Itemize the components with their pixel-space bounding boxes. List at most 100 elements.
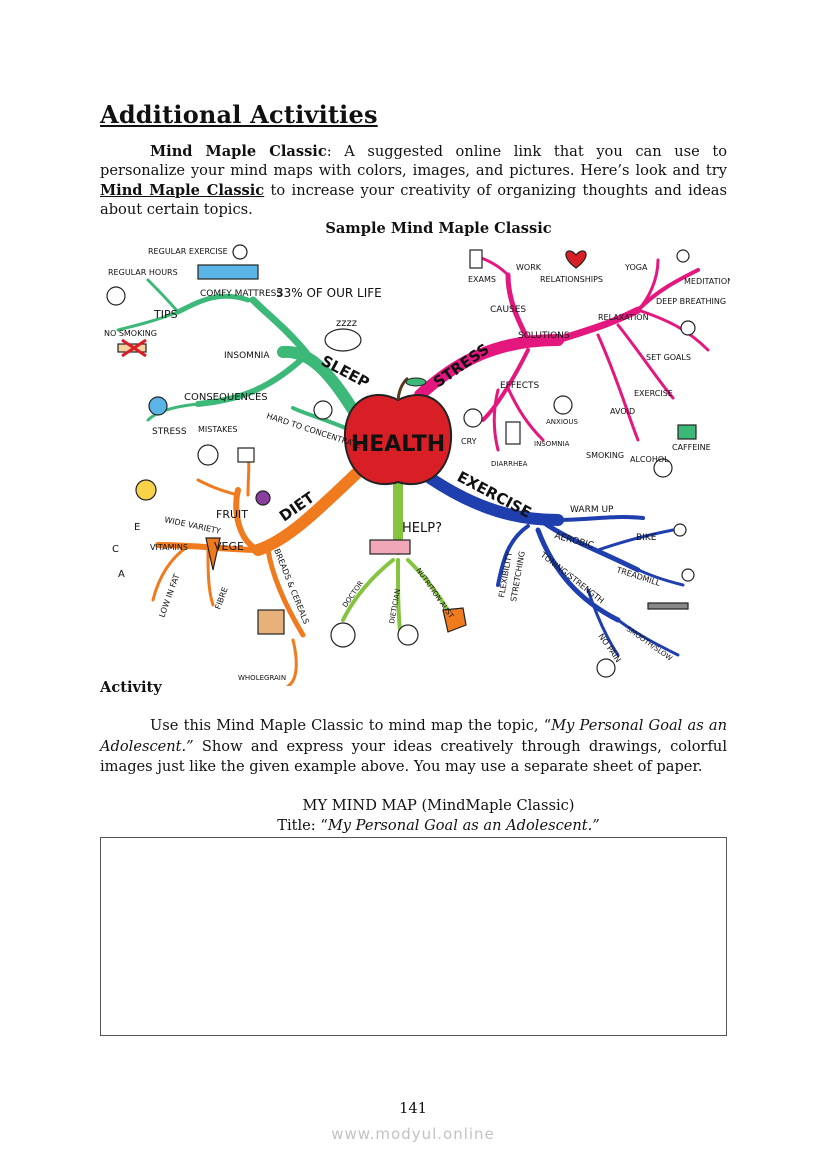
caffeine-label: CAFFEINE: [672, 443, 711, 452]
stress-effect-label: STRESS: [152, 427, 187, 437]
exercise-twig: [616, 323, 675, 400]
flexibility-twig: [496, 524, 530, 587]
yoga-twig: [636, 258, 660, 312]
vitamin-e-label: E: [134, 522, 140, 533]
mind-map-branches: [116, 253, 710, 686]
cheering-person-icon: [680, 320, 696, 336]
deep-breathing-label: DEEP BREATHING: [656, 297, 726, 306]
regular-hours-label: REGULAR HOURS: [108, 268, 178, 277]
dietician-icon: [397, 624, 419, 646]
clock-icon: [106, 286, 126, 306]
doctor-icon: [330, 622, 356, 648]
treadmill-twig: [626, 563, 685, 587]
smoking-label: SMOKING: [586, 451, 624, 460]
bike-twig: [596, 528, 675, 552]
activity-topic: My Personal Goal as an Adolescent.”: [100, 717, 727, 755]
fibre-label: FIBRE: [213, 586, 229, 611]
breads-branch: [265, 547, 306, 638]
apple-stem: [396, 376, 410, 401]
toning-strength-label: TONING/STRENGTH: [538, 550, 606, 606]
center-label: HEALTH: [351, 432, 445, 457]
my-mind-map-heading: MY MIND MAP (MindMaple Classic) Title: “…: [100, 796, 777, 836]
my-mind-map-label: MY MIND MAP (MindMaple Classic): [302, 797, 575, 814]
anxious-label: ANXIOUS: [546, 418, 579, 426]
effects-label: EFFECTS: [500, 381, 540, 391]
figure-caption: Sample Mind Maple Classic: [325, 220, 552, 237]
mistakes-label: MISTAKES: [198, 425, 237, 434]
activity-text-2: Show and express your ideas creatively t…: [100, 737, 727, 776]
crying-face-icon: [463, 408, 483, 428]
consequences-branch: [195, 355, 306, 407]
intro-paragraph: Mind Maple Classic: A suggested online l…: [100, 142, 727, 220]
consequences-twig: [146, 402, 200, 422]
activity-paragraph: Use this Mind Maple Classic to mind map …: [100, 716, 727, 778]
zzz-label: zzzz: [336, 318, 357, 329]
grapes-icon: [255, 490, 271, 506]
exam-paper-icon: [469, 249, 483, 269]
set-goals-twig: [636, 308, 710, 352]
sample-mind-map: HEALTH: [104, 244, 730, 686]
apple-body: [343, 394, 453, 486]
warm-up-twig: [556, 515, 645, 522]
wide-variety-label: WIDE VARIETY: [164, 515, 222, 536]
solutions-branch: [554, 306, 642, 344]
weightlifter-icon: [647, 602, 689, 610]
no-smoking-label: NO SMOKING: [104, 329, 157, 338]
tips-twig: [146, 278, 180, 314]
mind-map-drawing-area[interactable]: [100, 837, 727, 1036]
effects-twig: [492, 388, 500, 452]
mind-map-icons: [106, 244, 697, 678]
pineapple-icon: [135, 479, 157, 501]
fruit-twig: [196, 478, 240, 497]
australia-map-icon: [442, 607, 467, 633]
fruit-label: FRUIT: [216, 508, 248, 521]
apple-leaf: [405, 377, 427, 387]
coffee-cup-icon: [677, 424, 697, 440]
solutions-label: SOLUTIONS: [518, 331, 570, 341]
vege-twig: [206, 548, 215, 607]
wholegrain-label: WHOLEGRAIN: [238, 674, 286, 682]
sleeping-person-icon: [324, 328, 362, 352]
mattress-icon: [197, 264, 259, 280]
my-mind-map-title: My Personal Goal as an Adolescent.”: [327, 817, 600, 834]
stressed-face-icon: [148, 396, 168, 416]
mind-maple-link[interactable]: Mind Maple Classic: [100, 181, 265, 199]
avoid-twig: [596, 333, 640, 442]
anxious-face-icon: [553, 395, 573, 415]
bike-label: BIKE: [636, 533, 657, 543]
health-apple: HEALTH: [343, 376, 453, 486]
relationships-label: RELATIONSHIPS: [540, 275, 603, 284]
toilet-icon: [505, 421, 521, 445]
stress-branch-label: STRESS: [430, 340, 493, 391]
title-prefix: Title: “: [277, 817, 328, 834]
tips-twig: [116, 310, 180, 332]
vitamin-a-label: A: [118, 569, 125, 580]
effects-twig: [506, 386, 545, 442]
smooth-slow-label: SMOOTH/SLOW: [625, 625, 674, 663]
smooth-twig: [616, 618, 680, 657]
sleep-stat-label: 33% OF OUR LIFE: [276, 286, 382, 300]
aerobic-label: AEROBIC: [553, 531, 595, 551]
tips-branch: [175, 293, 251, 315]
dietician-twig: [396, 558, 402, 632]
intro-text-1: : A suggested online link that you can u…: [100, 143, 728, 180]
comfy-mattress-label: COMFY MATTRESS: [200, 289, 282, 299]
activity-text-1: Use this Mind Maple Classic to mind map …: [150, 717, 552, 734]
help-branch-label: HELP?: [402, 521, 442, 536]
section-heading: Additional Activities: [100, 100, 378, 129]
meditating-person-icon: [676, 249, 690, 263]
confused-face-icon: [313, 400, 333, 420]
meditation-label: MEDITATION: [684, 277, 730, 286]
warm-up-label: WARM UP: [570, 505, 614, 515]
regular-exercise-label: REGULAR EXERCISE: [148, 247, 228, 256]
drink-glass-icon: [237, 447, 255, 463]
diet-branch: [252, 464, 366, 556]
runner-icon: [681, 568, 695, 582]
diarrhea-label: DIARRHEA: [491, 460, 528, 468]
doctor-twig: [341, 558, 395, 622]
alcohol-label: ALCOHOL: [630, 455, 669, 464]
drunk-face-icon: [653, 458, 673, 478]
no-icon: [121, 338, 147, 358]
sleep-sub-branch: [249, 296, 312, 359]
